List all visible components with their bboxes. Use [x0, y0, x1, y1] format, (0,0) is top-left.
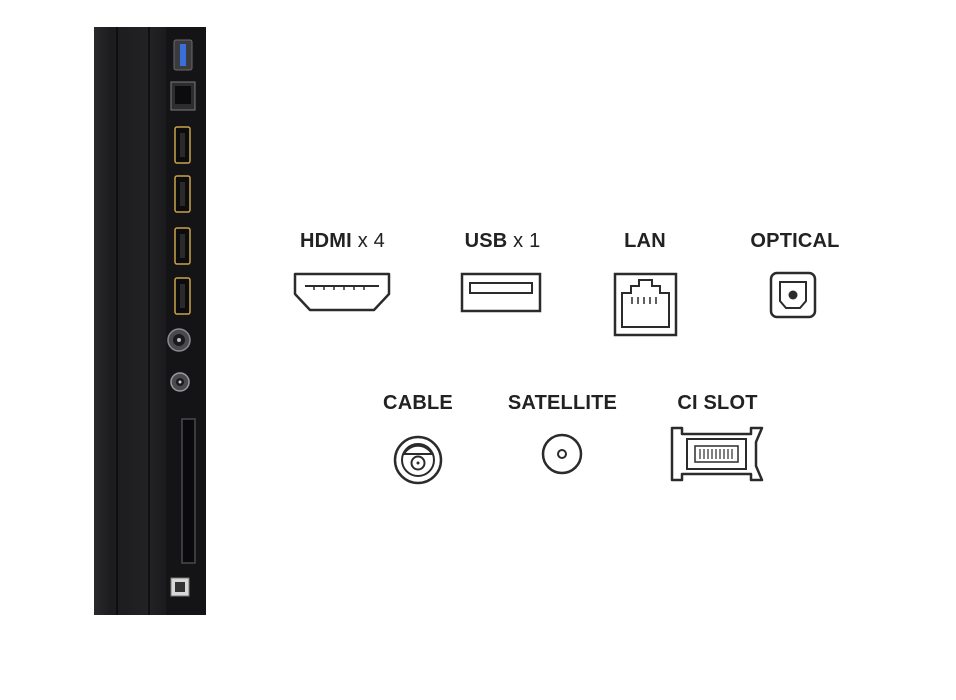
cable-port-icon: [393, 435, 443, 485]
panel-optical-port: [170, 577, 190, 597]
panel-hdmi-port: [174, 277, 191, 315]
ci-slot-item: CI SLOT: [665, 392, 770, 415]
panel-hdmi-port: [174, 175, 191, 213]
optical-port-item: OPTICAL: [740, 230, 850, 253]
panel-hdmi-port: [174, 126, 191, 164]
lan-port-item: LAN: [600, 230, 690, 253]
satellite-port-item: SATELLITE: [500, 392, 625, 415]
usb-port-icon: [460, 272, 542, 313]
lan-label: LAN: [624, 230, 666, 252]
usb-label: USB x 1: [464, 230, 541, 252]
optical-port-icon: [769, 271, 817, 319]
hdmi-port-item: HDMI x 4: [285, 230, 400, 253]
panel-satellite-port: [170, 372, 190, 392]
panel-cable-port: [167, 328, 191, 352]
panel-hdmi-port: [174, 227, 191, 265]
cable-label: CABLE: [383, 392, 453, 414]
satellite-port-icon: [541, 433, 583, 475]
satellite-label: SATELLITE: [507, 392, 618, 414]
hdmi-count: x 4: [357, 230, 385, 252]
lan-port-icon: [613, 272, 678, 337]
usb-count: x 1: [513, 230, 541, 252]
hdmi-port-icon: [293, 272, 391, 312]
ci-slot-label: CI SLOT: [677, 392, 758, 414]
hdmi-label: HDMI x 4: [300, 230, 385, 252]
tv-side-panel: [94, 27, 206, 615]
panel-usb-port: [173, 39, 193, 71]
usb-port-item: USB x 1: [445, 230, 560, 253]
panel-lan-port: [170, 81, 196, 111]
cable-port-item: CABLE: [368, 392, 468, 415]
optical-label: OPTICAL: [750, 230, 840, 252]
ci-slot-icon: [670, 426, 764, 482]
panel-ci-slot: [181, 418, 196, 564]
